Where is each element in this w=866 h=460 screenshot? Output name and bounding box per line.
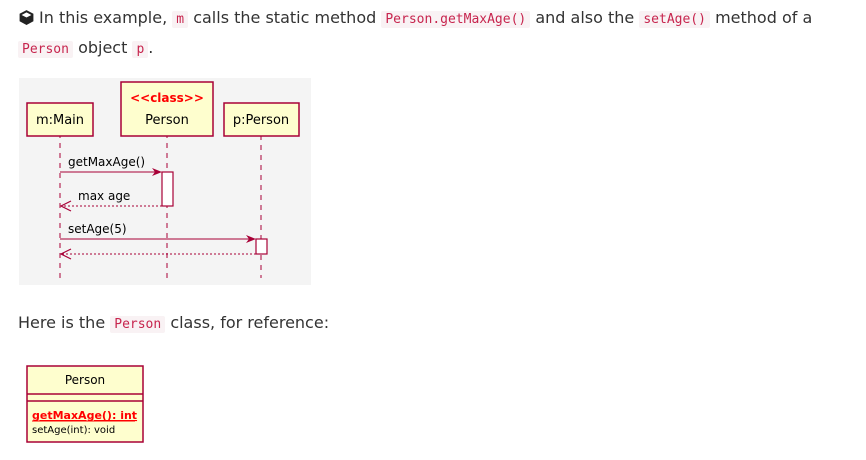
message-setage-label: setAge(5) xyxy=(68,222,127,236)
reference-code-person: Person xyxy=(110,316,166,333)
activation-person-class xyxy=(161,171,174,207)
participant-p-person-box xyxy=(223,102,300,137)
intro-text-1: In this example, xyxy=(39,8,168,27)
participant-person-class-label: Person xyxy=(145,113,189,128)
intro-code-p: p xyxy=(132,41,149,58)
class-op-setage: setAge(int): void xyxy=(32,425,115,436)
class-diagram: Person getMaxAge(): int setAge(int): voi… xyxy=(26,365,144,443)
reference-text-1: Here is the xyxy=(18,313,106,332)
participant-main-box xyxy=(26,102,94,137)
participant-stereotype: <<class>> xyxy=(130,91,204,105)
message-getmaxage-label: getMaxAge() xyxy=(68,155,145,169)
sequence-svg: m:Main <<class>> Person p:Person getMaxA… xyxy=(26,81,300,278)
class-svg: Person getMaxAge(): int setAge(int): voi… xyxy=(26,365,144,443)
reference-paragraph: Here is the Person class, for reference: xyxy=(18,309,329,339)
message-getmaxage-arrowhead xyxy=(152,168,162,176)
sequence-diagram: m:Main <<class>> Person p:Person getMaxA… xyxy=(19,78,311,285)
intro-text-2: calls the static method xyxy=(193,8,377,27)
intro-text-6: . xyxy=(148,38,154,57)
intro-text-4: method of a xyxy=(715,8,813,27)
intro-code-m: m xyxy=(172,11,189,28)
message-maxage-arrowhead xyxy=(59,200,72,212)
class-name: Person xyxy=(65,373,105,387)
intro-code-person: Person xyxy=(18,41,73,58)
intro-paragraph: In this example, m calls the static meth… xyxy=(18,4,863,64)
activation-p-person xyxy=(255,238,268,255)
message-setage-return-arrowhead xyxy=(59,248,72,260)
intro-code-getmaxage: Person.getMaxAge() xyxy=(381,11,531,28)
participant-main-label: m:Main xyxy=(36,113,84,128)
intro-code-setage: setAge() xyxy=(639,11,710,28)
message-maxage-label: max age xyxy=(78,189,130,203)
intro-text-5: object xyxy=(78,38,128,57)
participant-p-person-label: p:Person xyxy=(233,113,289,128)
intro-text-3: and also the xyxy=(535,8,635,27)
cube-icon xyxy=(19,10,34,25)
class-op-getmaxage: getMaxAge(): int xyxy=(32,409,137,422)
class-box xyxy=(26,365,144,443)
message-setage-arrowhead xyxy=(246,235,256,243)
reference-text-2: class, for reference: xyxy=(170,313,330,332)
participant-person-class-box xyxy=(120,81,214,137)
